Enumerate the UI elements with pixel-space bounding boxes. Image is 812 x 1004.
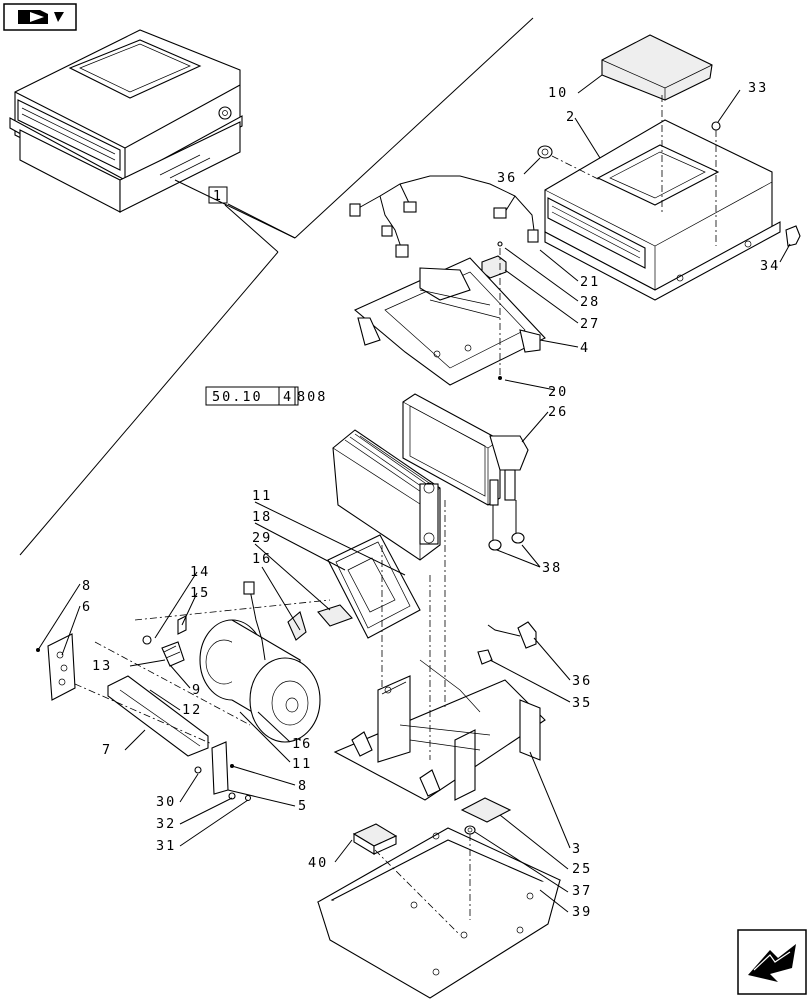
callout-12: 12	[182, 702, 202, 718]
assembled-unit-view	[9, 29, 243, 213]
lower-case-3	[333, 659, 546, 801]
screw-33	[711, 121, 721, 131]
frame-4	[353, 257, 546, 386]
callout-10: 10	[548, 85, 568, 101]
callout-9: 9	[192, 682, 202, 698]
bracket-5	[194, 741, 252, 802]
filter-assembly	[317, 534, 421, 639]
block-40	[352, 823, 398, 855]
resistor-9	[161, 641, 185, 667]
sensor-36	[487, 621, 537, 649]
callout-32: 32	[156, 816, 176, 832]
book-arrow-icon[interactable]	[3, 3, 77, 31]
callout-25: 25	[572, 861, 592, 877]
heater-core-26	[402, 393, 529, 506]
callout-15: 15	[190, 585, 210, 601]
callout-28: 28	[580, 294, 600, 310]
section-reference[interactable]: 50.10 4 808	[205, 386, 327, 406]
callout-13: 13	[92, 658, 112, 674]
next-page-arrow-icon[interactable]	[737, 929, 807, 995]
callout-3: 3	[572, 841, 582, 857]
callout-38: 38	[542, 560, 562, 576]
screw-20	[498, 376, 502, 380]
callout-21: 21	[580, 274, 600, 290]
screw-28	[497, 241, 503, 247]
callout-16: 16	[252, 551, 272, 567]
callout-2: 2	[566, 109, 576, 125]
callout-16b: 16	[292, 736, 312, 752]
clip-34	[785, 225, 801, 247]
callout-7: 7	[102, 742, 112, 758]
blower-assembly-16	[199, 581, 321, 743]
reference-box-label: 1	[213, 188, 223, 204]
wiring-harness-21	[349, 175, 539, 258]
callout-5: 5	[298, 798, 308, 814]
callout-29: 29	[252, 530, 272, 546]
callout-6: 6	[82, 599, 92, 615]
duct-7	[107, 675, 209, 757]
callout-18: 18	[252, 509, 272, 525]
callout-34: 34	[760, 258, 780, 274]
callout-8: 8	[82, 578, 92, 594]
leader-lines	[37, 74, 791, 913]
callout-36b: 36	[572, 673, 592, 689]
tray-39	[316, 827, 562, 999]
callout-40: 40	[308, 855, 328, 871]
callout-labels: 10 33 2 36 34 21 28 27 4 20 26 38 11 18 …	[82, 80, 780, 920]
callout-35: 35	[572, 695, 592, 711]
callout-11b: 11	[292, 756, 312, 772]
callout-30: 30	[156, 794, 176, 810]
callout-37: 37	[572, 883, 592, 899]
reference-box-1[interactable]: 1	[208, 186, 228, 204]
section-ref-box: 4	[283, 389, 293, 405]
callout-8b: 8	[298, 778, 308, 794]
callout-11: 11	[252, 488, 272, 504]
grommet-36-top	[537, 145, 553, 159]
washer-37	[464, 825, 476, 835]
callout-39: 39	[572, 904, 592, 920]
connector-35	[477, 649, 493, 665]
clamps-38	[488, 500, 525, 551]
housing-2	[544, 119, 781, 301]
callout-20: 20	[548, 384, 568, 400]
callout-27: 27	[580, 316, 600, 332]
callout-36: 36	[497, 170, 517, 186]
grommet-14	[142, 635, 152, 645]
section-ref-right: 808	[297, 389, 327, 405]
callout-14: 14	[190, 564, 210, 580]
cover-10	[601, 34, 713, 101]
callout-33: 33	[748, 80, 768, 96]
evaporator-core	[332, 429, 441, 561]
pad-25	[460, 797, 512, 823]
callout-4: 4	[580, 340, 590, 356]
callout-26: 26	[548, 404, 568, 420]
framing-lines	[19, 17, 534, 556]
section-ref-left: 50.10	[212, 389, 263, 405]
callout-31: 31	[156, 838, 176, 854]
